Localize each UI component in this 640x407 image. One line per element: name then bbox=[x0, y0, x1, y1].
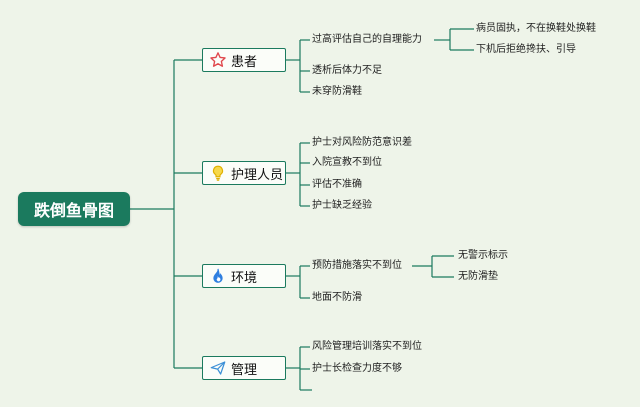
cause-item[interactable]: 护士长检查力度不够 bbox=[312, 363, 402, 374]
paper-plane-icon bbox=[209, 359, 227, 377]
cause-item[interactable]: 风险管理培训落实不到位 bbox=[312, 341, 422, 352]
root-node[interactable]: 跌倒鱼骨图 bbox=[18, 192, 130, 226]
cause-item[interactable]: 护士对风险防范意识差 bbox=[312, 137, 412, 148]
root-label: 跌倒鱼骨图 bbox=[33, 201, 114, 220]
subcause-item[interactable]: 下机后拒绝搀扶、引导 bbox=[476, 44, 576, 55]
star-icon bbox=[209, 51, 227, 69]
category-label: 护理人员 bbox=[231, 167, 284, 183]
subcause-item[interactable]: 无防滑垫 bbox=[458, 271, 498, 282]
category-node-environment[interactable]: 环境 bbox=[202, 264, 286, 288]
cause-item[interactable]: 透析后体力不足 bbox=[312, 65, 382, 76]
flame-icon bbox=[209, 267, 227, 285]
category-label: 管理 bbox=[231, 362, 258, 378]
subcause-item[interactable]: 病员固执，不在换鞋处换鞋 bbox=[476, 23, 596, 34]
cause-item[interactable]: 护士缺乏经验 bbox=[312, 200, 372, 211]
cause-item[interactable]: 地面不防滑 bbox=[312, 292, 362, 303]
lightbulb-icon bbox=[209, 164, 227, 182]
category-node-management[interactable]: 管理 bbox=[202, 356, 286, 380]
cause-item[interactable]: 入院宣教不到位 bbox=[312, 157, 382, 168]
cause-item[interactable]: 评估不准确 bbox=[312, 179, 362, 190]
cause-item[interactable]: 过高评估自己的自理能力 bbox=[312, 34, 422, 45]
cause-item[interactable]: 预防措施落实不到位 bbox=[312, 260, 402, 271]
subcause-item[interactable]: 无警示标示 bbox=[458, 250, 508, 261]
category-label: 环境 bbox=[231, 270, 258, 286]
category-label: 患者 bbox=[231, 54, 258, 70]
category-node-nursing-staff[interactable]: 护理人员 bbox=[202, 161, 286, 185]
cause-item[interactable]: 未穿防滑鞋 bbox=[312, 86, 362, 97]
category-node-patient[interactable]: 患者 bbox=[202, 48, 286, 72]
